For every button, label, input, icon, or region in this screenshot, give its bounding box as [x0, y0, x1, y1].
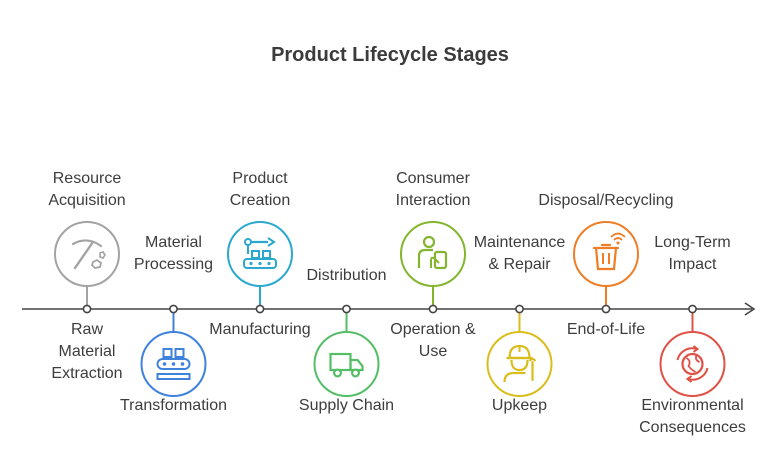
manufacturing-node	[227, 221, 293, 287]
material-processing-node	[140, 331, 207, 397]
worker-icon	[503, 344, 537, 383]
distribution-marker	[342, 304, 351, 314]
long-term-impact-bottom-label-line: Consequences	[639, 419, 746, 436]
manufacturing-bottom-label: Manufacturing	[190, 319, 330, 341]
raw-material-extraction-top-label-line: Acquisition	[48, 192, 126, 209]
operation-use-bottom-label: Operation & Use	[363, 319, 503, 363]
raw-material-extraction-bottom-label-line: Material	[58, 343, 116, 360]
long-term-impact-top-label-line: Long-Term	[654, 234, 731, 251]
raw-material-extraction-top-label-line: Resource	[52, 170, 122, 187]
distribution-top-label-line: Distribution	[306, 267, 387, 284]
end-of-life-top-label-line: Disposal/Recycling	[538, 192, 674, 209]
manufacturing-marker	[255, 304, 265, 314]
distribution-bottom-label-line: Supply Chain	[298, 397, 395, 414]
material-processing-marker	[169, 304, 178, 314]
material-processing-bottom-label-line: Transformation	[120, 397, 227, 414]
distribution-node	[313, 331, 380, 397]
maintenance-repair-bottom-label: Upkeep	[450, 395, 590, 417]
smart-bin-icon	[592, 232, 626, 271]
maintenance-repair-bottom-label-line: Upkeep	[491, 397, 548, 414]
end-of-life-marker	[601, 304, 611, 314]
raw-material-extraction-marker	[82, 304, 92, 314]
diagram-title: Product Lifecycle Stages	[271, 44, 509, 66]
manufacturing-top-label-line: Creation	[229, 192, 291, 209]
raw-material-extraction-node	[54, 221, 120, 287]
long-term-impact-marker	[688, 304, 697, 314]
globe-cycle-icon	[676, 345, 709, 383]
end-of-life-top-label: Disposal/Recycling	[536, 190, 676, 212]
robot-arm-icon	[243, 237, 277, 269]
user-touch-icon	[417, 235, 448, 270]
long-term-impact-top-label-line: Impact	[668, 256, 717, 273]
material-processing-top-label-line: Processing	[133, 256, 214, 273]
maintenance-repair-marker	[515, 304, 524, 314]
end-of-life-bottom-label-line: End-of-Life	[566, 321, 646, 338]
operation-use-marker	[428, 304, 438, 314]
operation-use-bottom-label-line: Use	[418, 343, 448, 360]
distribution-top-label: Distribution	[277, 265, 417, 287]
maintenance-repair-top-label-line: & Repair	[488, 256, 551, 273]
maintenance-repair-top-label-line: Maintenance	[473, 234, 566, 251]
conveyor-icon	[156, 348, 191, 380]
long-term-impact-node	[659, 331, 726, 397]
raw-material-extraction-bottom-label-line: Extraction	[51, 365, 123, 382]
raw-material-extraction-bottom-label-line: Raw	[70, 321, 103, 338]
manufacturing-top-label-line: Product	[232, 170, 288, 187]
manufacturing-bottom-label-line: Manufacturing	[209, 321, 311, 338]
maintenance-repair-top-label: Maintenance & Repair	[450, 232, 590, 276]
end-of-life-bottom-label: End-of-Life	[536, 319, 676, 341]
material-processing-bottom-label: Transformation	[104, 395, 244, 417]
distribution-bottom-label: Supply Chain	[277, 395, 417, 417]
truck-icon	[329, 352, 364, 378]
operation-use-top-label-line: Interaction	[395, 192, 471, 209]
end-of-life-node	[573, 221, 639, 287]
operation-use-top-label-line: Consumer	[396, 170, 470, 187]
timeline-arrow-head	[744, 302, 756, 316]
maintenance-repair-node	[486, 331, 553, 397]
long-term-impact-bottom-label-line: Environmental	[641, 397, 744, 414]
pickaxe-icon	[71, 239, 106, 270]
operation-use-node	[400, 221, 466, 287]
material-processing-top-label-line: Material	[145, 234, 202, 251]
operation-use-bottom-label-line: Operation &	[390, 321, 476, 338]
